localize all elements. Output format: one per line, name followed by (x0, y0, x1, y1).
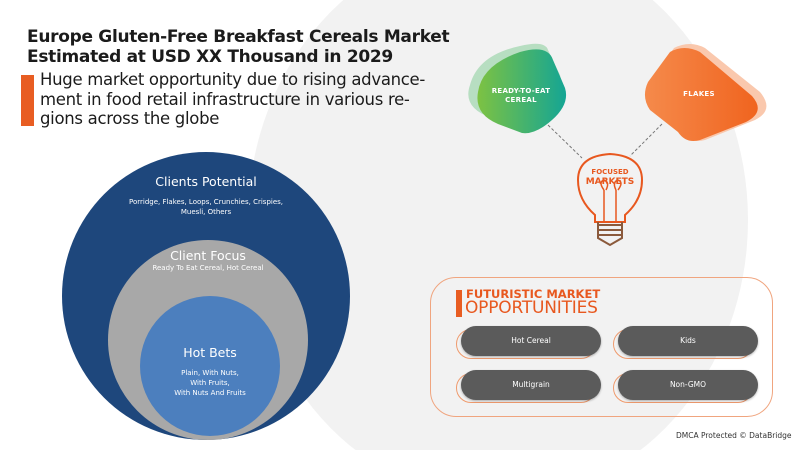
hot-bets-desc: Plain, With Nuts, With Fruits, With Nuts… (174, 369, 246, 397)
hot-bets-circle: Hot Bets Plain, With Nuts, With Fruits, … (140, 296, 280, 436)
focused-markets-label: FOCUSED MARKETS (585, 168, 635, 187)
page-title: Europe Gluten-Free Breakfast Cereals Mar… (27, 27, 450, 67)
flakes-label: FLAKES (683, 90, 715, 98)
opportunities-title-line2: OPPORTUNITIES (465, 298, 598, 318)
lightbulb-icon (576, 152, 644, 223)
clients-potential-title: Clients Potential (155, 174, 257, 189)
bulb-base-icon (597, 222, 623, 247)
clients-potential-desc: Porridge, Flakes, Loops, Crunchies, Cris… (128, 198, 284, 216)
opportunity-non-gmo: Non-GMO (613, 370, 758, 403)
ready-to-eat-cereal-label: READY-TO-EAT CEREAL (491, 87, 551, 104)
client-focus-desc: Ready To Eat Cereal, Hot Cereal (152, 264, 264, 272)
opportunity-pill: Hot Cereal (461, 326, 601, 356)
page-subtitle: Huge market opportunity due to rising ad… (40, 70, 426, 128)
hot-bets-title: Hot Bets (183, 345, 237, 360)
flakes-petal (644, 48, 758, 141)
opportunity-pill: Multigrain (461, 370, 601, 400)
dmca-footer: DMCA Protected © DataBridge (676, 431, 792, 440)
opportunities-title-line1: FUTURISTIC MARKET (466, 287, 601, 301)
opportunity-kids: Kids (613, 326, 758, 359)
opportunities-frame (430, 277, 773, 417)
ready-to-eat-petal (477, 49, 567, 134)
opportunity-pill: Non-GMO (618, 370, 758, 400)
client-focus-title: Client Focus (170, 248, 246, 263)
subtitle-accent-bar (21, 75, 34, 126)
opportunity-multigrain: Multigrain (456, 370, 601, 403)
opportunity-pill: Kids (618, 326, 758, 356)
opportunity-hot-cereal: Hot Cereal (456, 326, 601, 359)
opportunities-accent-bar (456, 290, 462, 317)
